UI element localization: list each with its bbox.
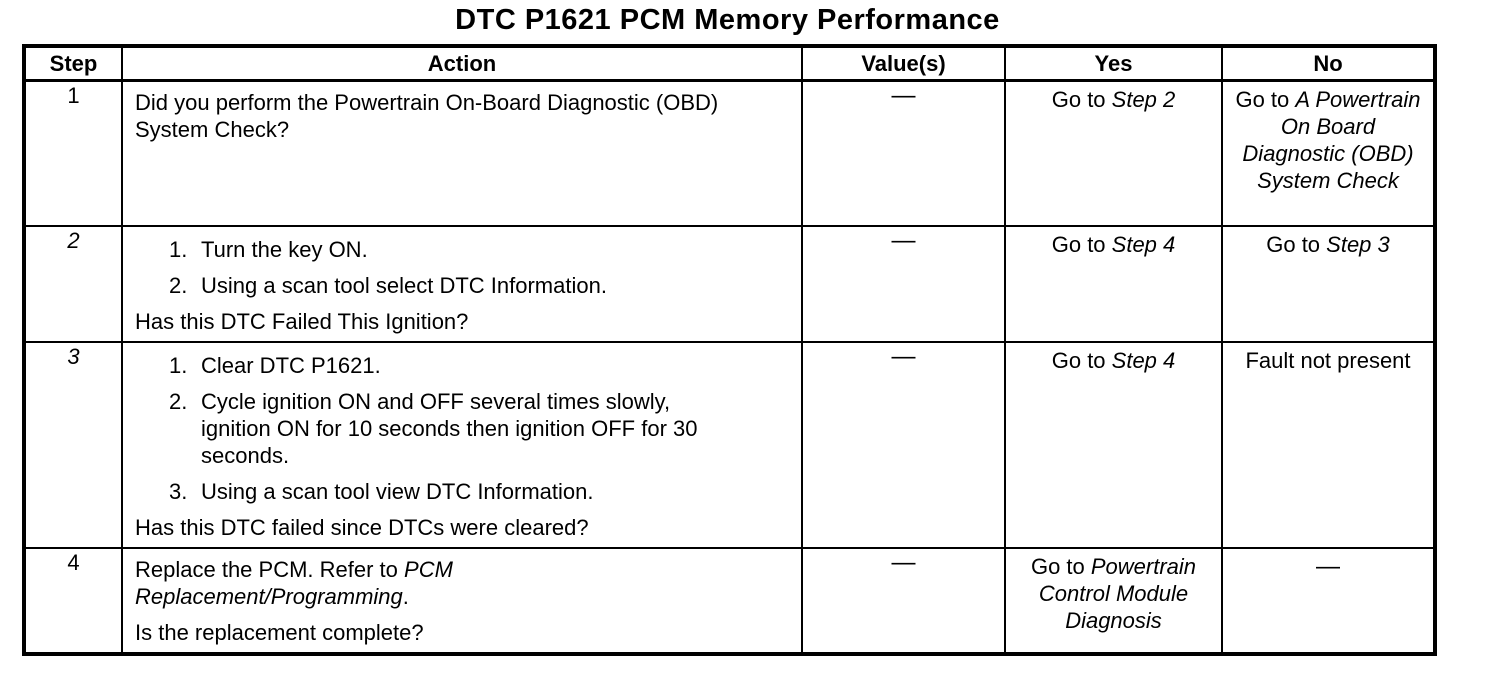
action-cell: 1. Turn the key ON. 2. Using a scan tool s… [121,224,803,343]
list-number: 1. [169,352,188,378]
goto-reference: Go to Step 3 [1229,231,1427,258]
action-text: Replace the PCM. Refer to [135,556,405,582]
action-question: Has this DTC failed since DTCs were clea… [135,514,589,540]
step-number: 3 [23,340,123,549]
header-values: Value(s) [801,45,1006,82]
result-label: — [1316,552,1340,580]
action-cell: 1. Clear DTC P1621. 2. Cycle ignition ON a… [121,340,803,549]
table-row-step1: 1 Did you perform the Powertrain On-Boar… [23,79,1436,227]
action-list-item: 2. Cycle ignition ON and OFF several time… [135,388,789,469]
result-text: — [1229,553,1427,580]
goto-target: Step 4 [1111,347,1176,373]
goto-label: Go to [1266,231,1327,257]
header-step: Step [23,45,123,82]
list-number: 1. [169,236,188,262]
yes-cell: Go to Step 2 [1004,79,1223,227]
table-header-row: Step Action Value(s) Yes No [23,45,1436,82]
list-text: Clear DTC P1621. [201,352,381,378]
list-text: Using a scan tool select DTC Information… [201,272,607,298]
goto-label: Go to [1051,347,1112,373]
goto-label: Go to [1051,87,1112,112]
list-text: Using a scan tool view DTC Information. [201,478,594,504]
action-list-item: 1. Clear DTC P1621. [135,352,789,379]
action-text-suffix: . [402,583,409,609]
action-cell: Did you perform the Powertrain On-Board … [121,79,803,227]
result-label: Fault not present [1245,347,1411,373]
no-cell: Go to A Powertrain On Board Diagnostic (… [1221,79,1436,227]
no-cell: Fault not present [1221,340,1436,549]
action-question: Is the replacement complete? [135,619,424,645]
header-yes: Yes [1004,45,1223,82]
goto-reference: Go to Step 4 [1012,231,1215,258]
value-cell: — [801,224,1006,343]
value-cell: — [801,546,1006,655]
goto-target: Powertrain Control Module Diagnosis [1038,553,1197,633]
list-number: 3. [169,478,188,504]
list-text: Cycle ignition ON and OFF several times … [201,388,698,468]
goto-label: Go to [1030,553,1091,579]
yes-cell: Go to Powertrain Control Module Diagnosi… [1004,546,1223,655]
action-reference: PCM Replacement/Programming [135,556,453,609]
goto-target: Step 3 [1326,231,1390,257]
action-list-item: 2. Using a scan tool select DTC Informati… [135,272,789,299]
step-number: 1 [23,79,123,227]
goto-target: A Powertrain On Board Diagnostic (OBD) S… [1242,87,1421,193]
goto-label: Go to [1051,231,1112,257]
diagnostic-table: Step Action Value(s) Yes No 1 Did you pe… [22,44,1437,656]
goto-label: Go to [1235,87,1296,112]
action-cell: Replace the PCM. Refer to PCM Replacemen… [121,546,803,655]
header-no: No [1221,45,1436,82]
table-row-step2: 2 1. Turn the key ON. 2. Using a scan tool… [23,224,1436,343]
page-title: DTC P1621 PCM Memory Performance [455,4,1000,36]
value-cell: — [801,340,1006,549]
goto-target: Step 4 [1111,231,1176,257]
no-cell: Go to Step 3 [1221,224,1436,343]
yes-cell: Go to Step 4 [1004,340,1223,549]
action-instruction: Replace the PCM. Refer to PCM Replacemen… [135,556,480,610]
action-question: Has this DTC Failed This Ignition? [135,308,469,334]
action-list-item: 1. Turn the key ON. [135,236,789,263]
goto-reference: Go to A Powertrain On Board Diagnostic (… [1229,86,1427,194]
list-number: 2. [169,272,188,298]
table-row-step3: 3 1. Clear DTC P1621. 2. Cycle ignition ON… [23,340,1436,549]
step-number: 4 [23,546,123,655]
goto-reference: Go to Powertrain Control Module Diagnosi… [1012,553,1215,634]
header-action: Action [121,45,803,82]
step-number: 2 [23,224,123,343]
no-cell: — [1221,546,1436,655]
action-question: Did you perform the Powertrain On-Board … [135,90,719,142]
result-text: Fault not present [1229,347,1427,374]
goto-reference: Go to Step 2 [1012,86,1215,113]
yes-cell: Go to Step 4 [1004,224,1223,343]
table-row-step4: 4 Replace the PCM. Refer to PCM Replacem… [23,546,1436,655]
action-list-item: 3. Using a scan tool view DTC Information… [135,478,789,505]
value-cell: — [801,79,1006,227]
list-text: Turn the key ON. [201,236,368,262]
goto-reference: Go to Step 4 [1012,347,1215,374]
goto-target: Step 2 [1111,87,1176,112]
list-number: 2. [169,388,188,414]
